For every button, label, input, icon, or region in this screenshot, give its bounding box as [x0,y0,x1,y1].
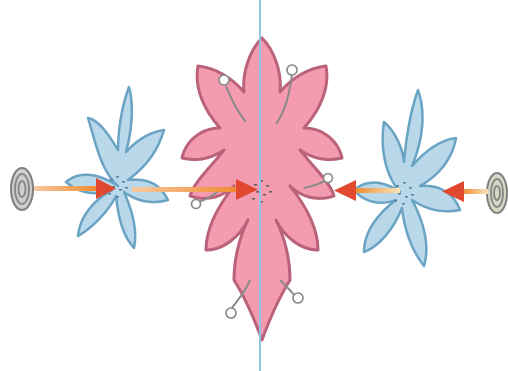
left-coil-source [11,168,33,210]
right-blue-flower [354,90,460,266]
right-coil-source [487,173,507,213]
left-blue-flower [66,87,168,248]
